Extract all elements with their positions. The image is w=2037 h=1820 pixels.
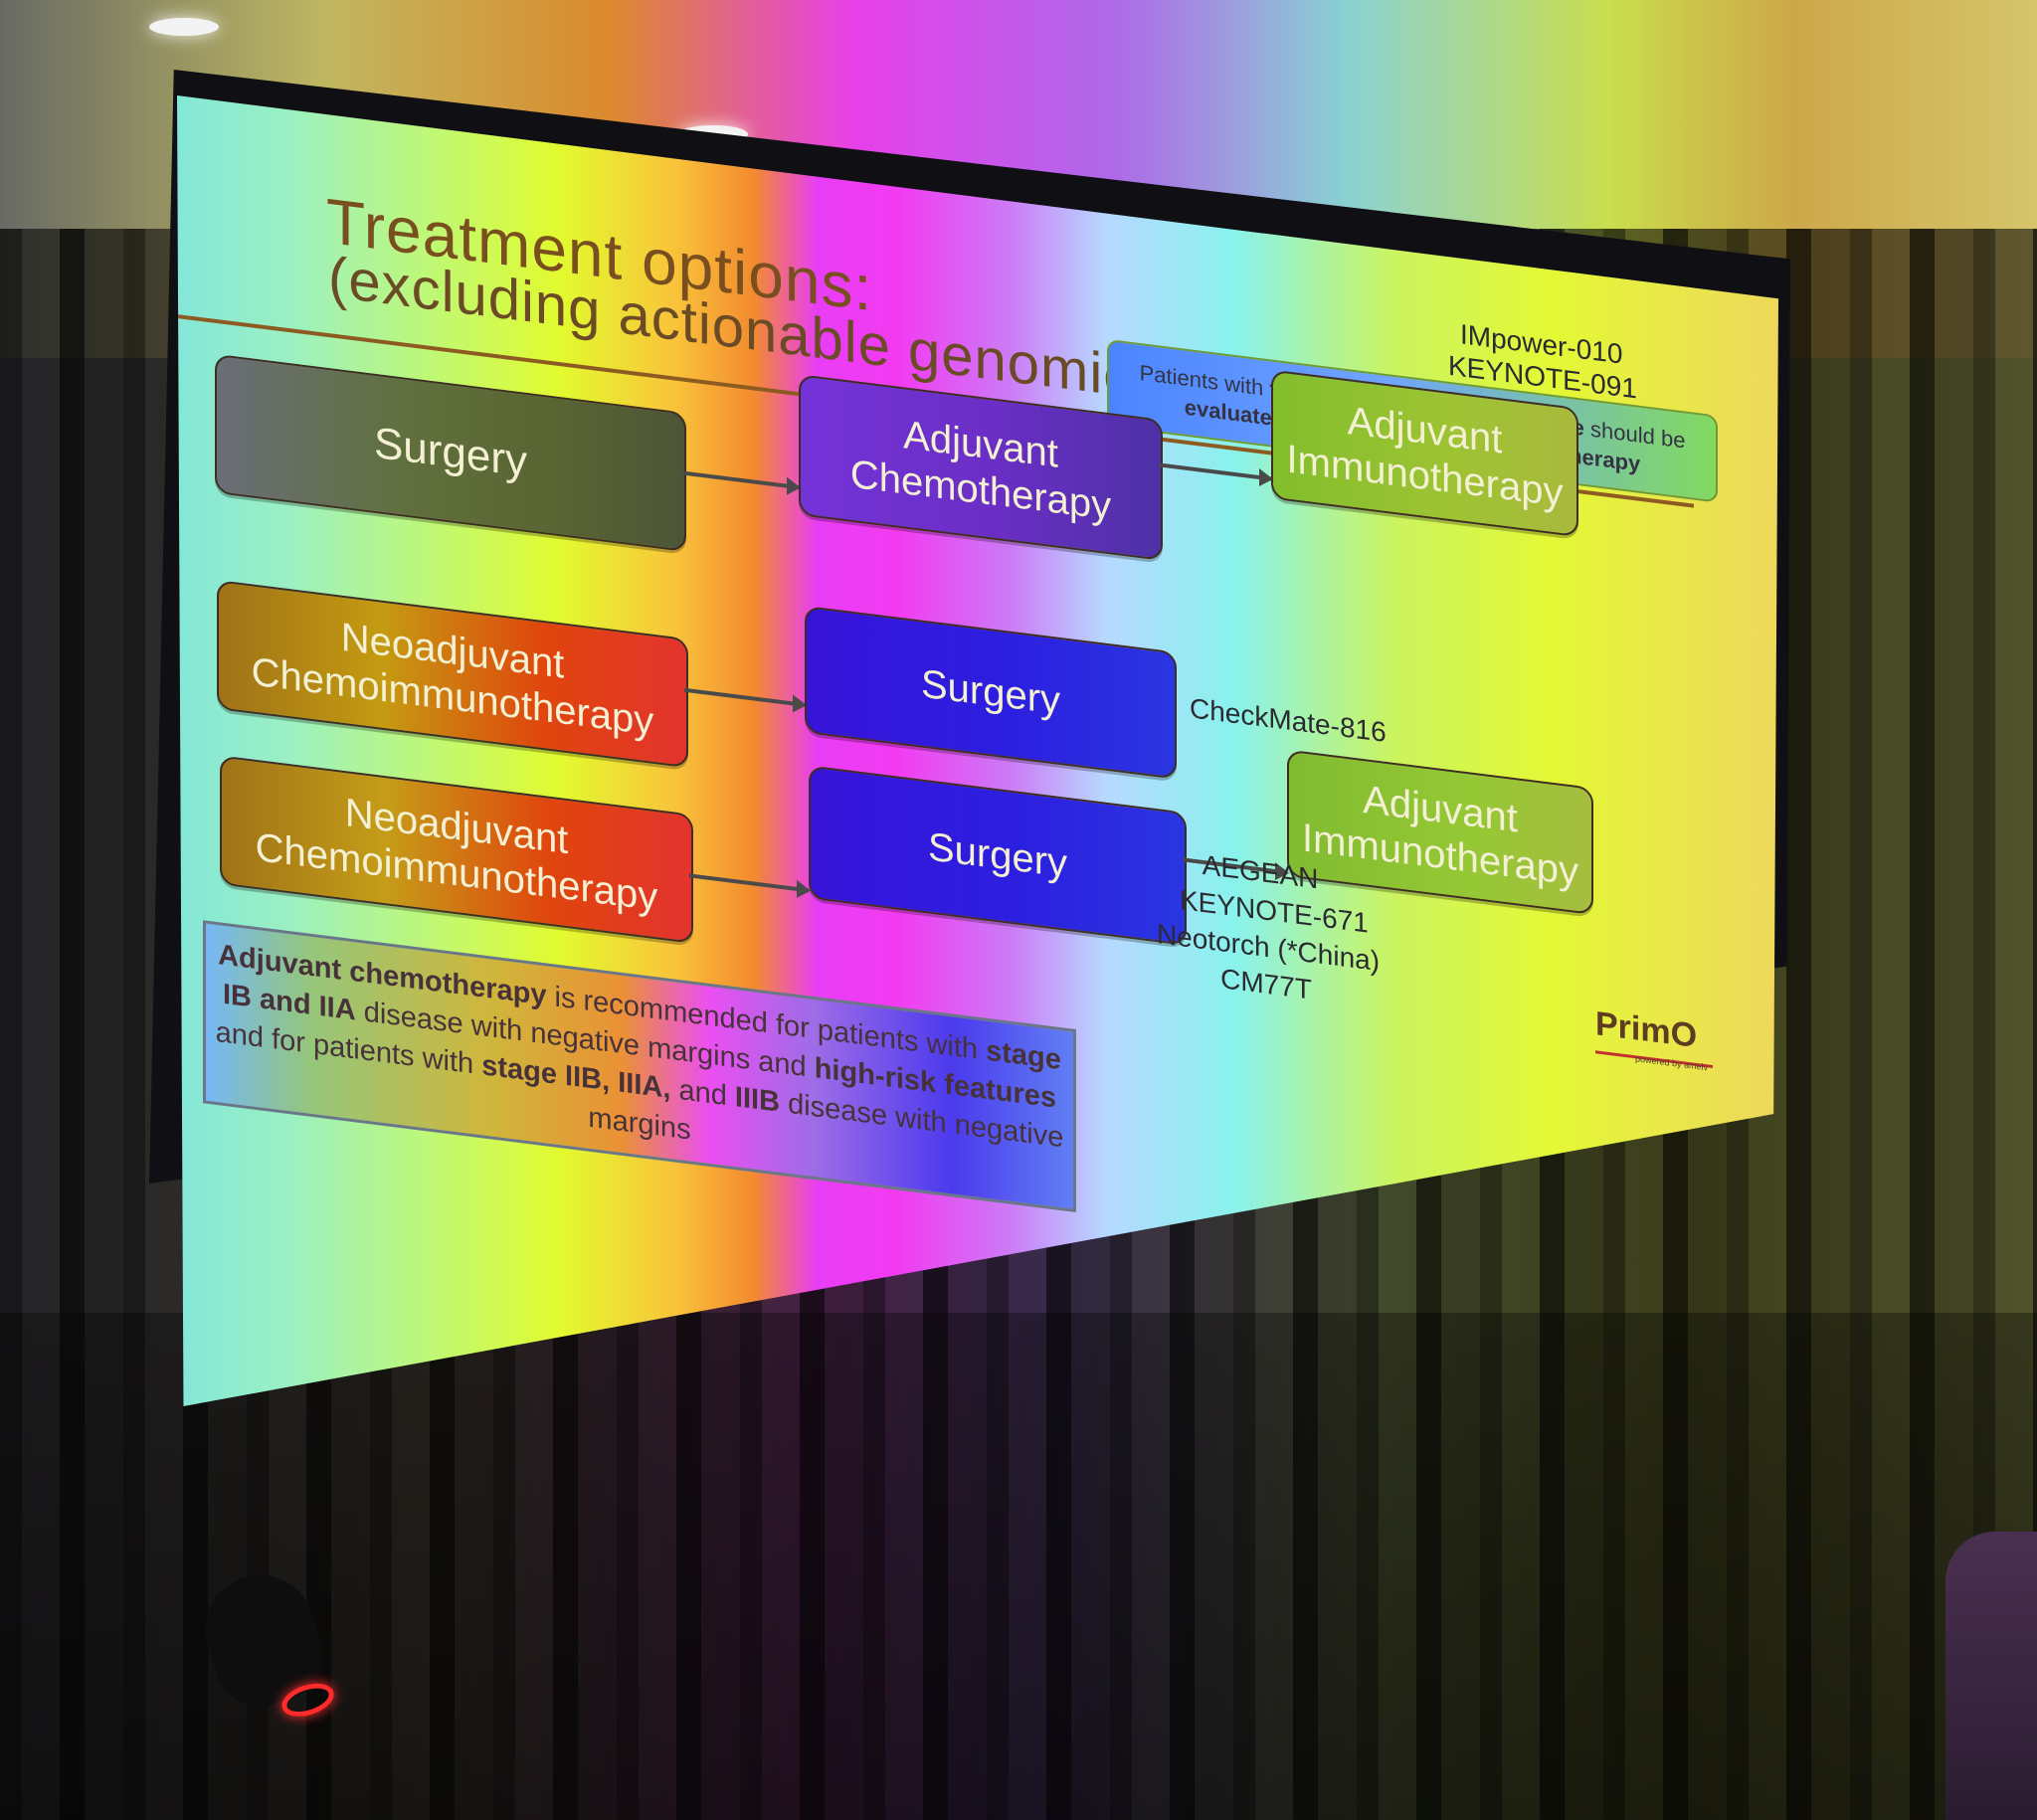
recommendation-note-text: Adjuvant chemotherapy is recommended for… — [206, 935, 1073, 1198]
curtain-lower-shadow — [0, 1313, 2037, 1820]
surgery-box: Surgery — [809, 765, 1187, 946]
surgery-box: Surgery — [805, 605, 1177, 780]
note-text-part: and — [670, 1073, 735, 1114]
chair — [1945, 1532, 2037, 1820]
surgery-box: Surgery — [215, 353, 686, 552]
trial-label: CheckMate-816 — [1190, 692, 1387, 748]
flow-arrow — [682, 470, 799, 490]
ceiling-light — [149, 18, 219, 36]
recommendation-note-box: Adjuvant chemotherapy is recommended for… — [203, 920, 1076, 1212]
logo-subtext: powered by amelv — [1635, 1053, 1709, 1073]
logo-text: PrimO — [1595, 1004, 1698, 1056]
note-bold-part: IIIB — [734, 1081, 781, 1119]
flow-arrow — [684, 687, 805, 707]
callout-text-part: Patients with — [1139, 359, 1270, 402]
flow-arrow — [1159, 462, 1271, 481]
flow-arrow — [689, 873, 809, 893]
primo-logo: PrimO powered by amelv — [1595, 1004, 1715, 1083]
